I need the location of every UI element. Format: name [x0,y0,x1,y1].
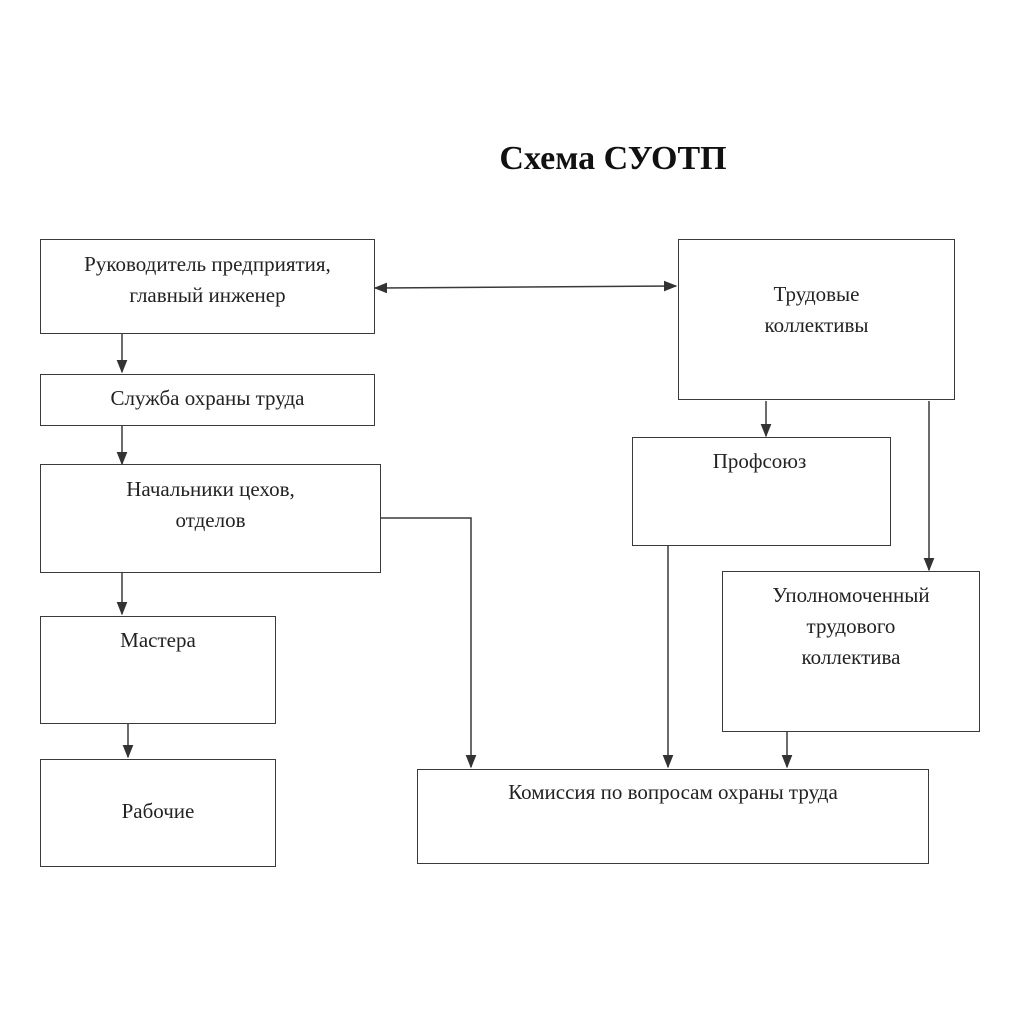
node-collectives-line-1: Трудовые [773,282,860,306]
edge-director-collectives [373,280,678,294]
node-workers: Рабочие [40,759,276,867]
node-representative-line-1: Уполномоченный [772,583,930,607]
edge-heads-commission [381,517,477,769]
node-director-line-2: главный инженер [129,283,286,307]
diagram-title-text: Схема СУОТП [499,140,727,177]
node-masters-line-1: Мастера [120,628,196,652]
node-representative-line-3: коллектива [801,645,901,669]
node-director-line-1: Руководитель предприятия, [84,252,331,276]
node-collectives: Трудовые коллективы [678,239,955,400]
node-safety-service-line-1: Служба охраны труда [110,386,305,410]
node-union: Профсоюз [632,437,891,546]
node-masters: Мастера [40,616,276,724]
node-representative: Уполномоченный трудового коллектива [722,571,980,732]
node-collectives-line-2: коллективы [764,313,869,337]
node-safety-service: Служба охраны труда [40,374,375,426]
node-representative-line-2: трудового [806,614,896,638]
node-union-line-1: Профсоюз [712,449,807,473]
node-commission: Комиссия по вопросам охраны труда [417,769,929,864]
node-heads-line-2: отделов [175,508,246,532]
node-heads-line-1: Начальники цехов, [126,477,295,501]
node-heads: Начальники цехов, отделов [40,464,381,573]
node-workers-line-1: Рабочие [121,799,195,823]
node-director: Руководитель предприятия, главный инжене… [40,239,375,334]
diagram-title: Схема СУОТП [0,140,1024,178]
node-commission-line-1: Комиссия по вопросам охраны труда [508,780,838,804]
